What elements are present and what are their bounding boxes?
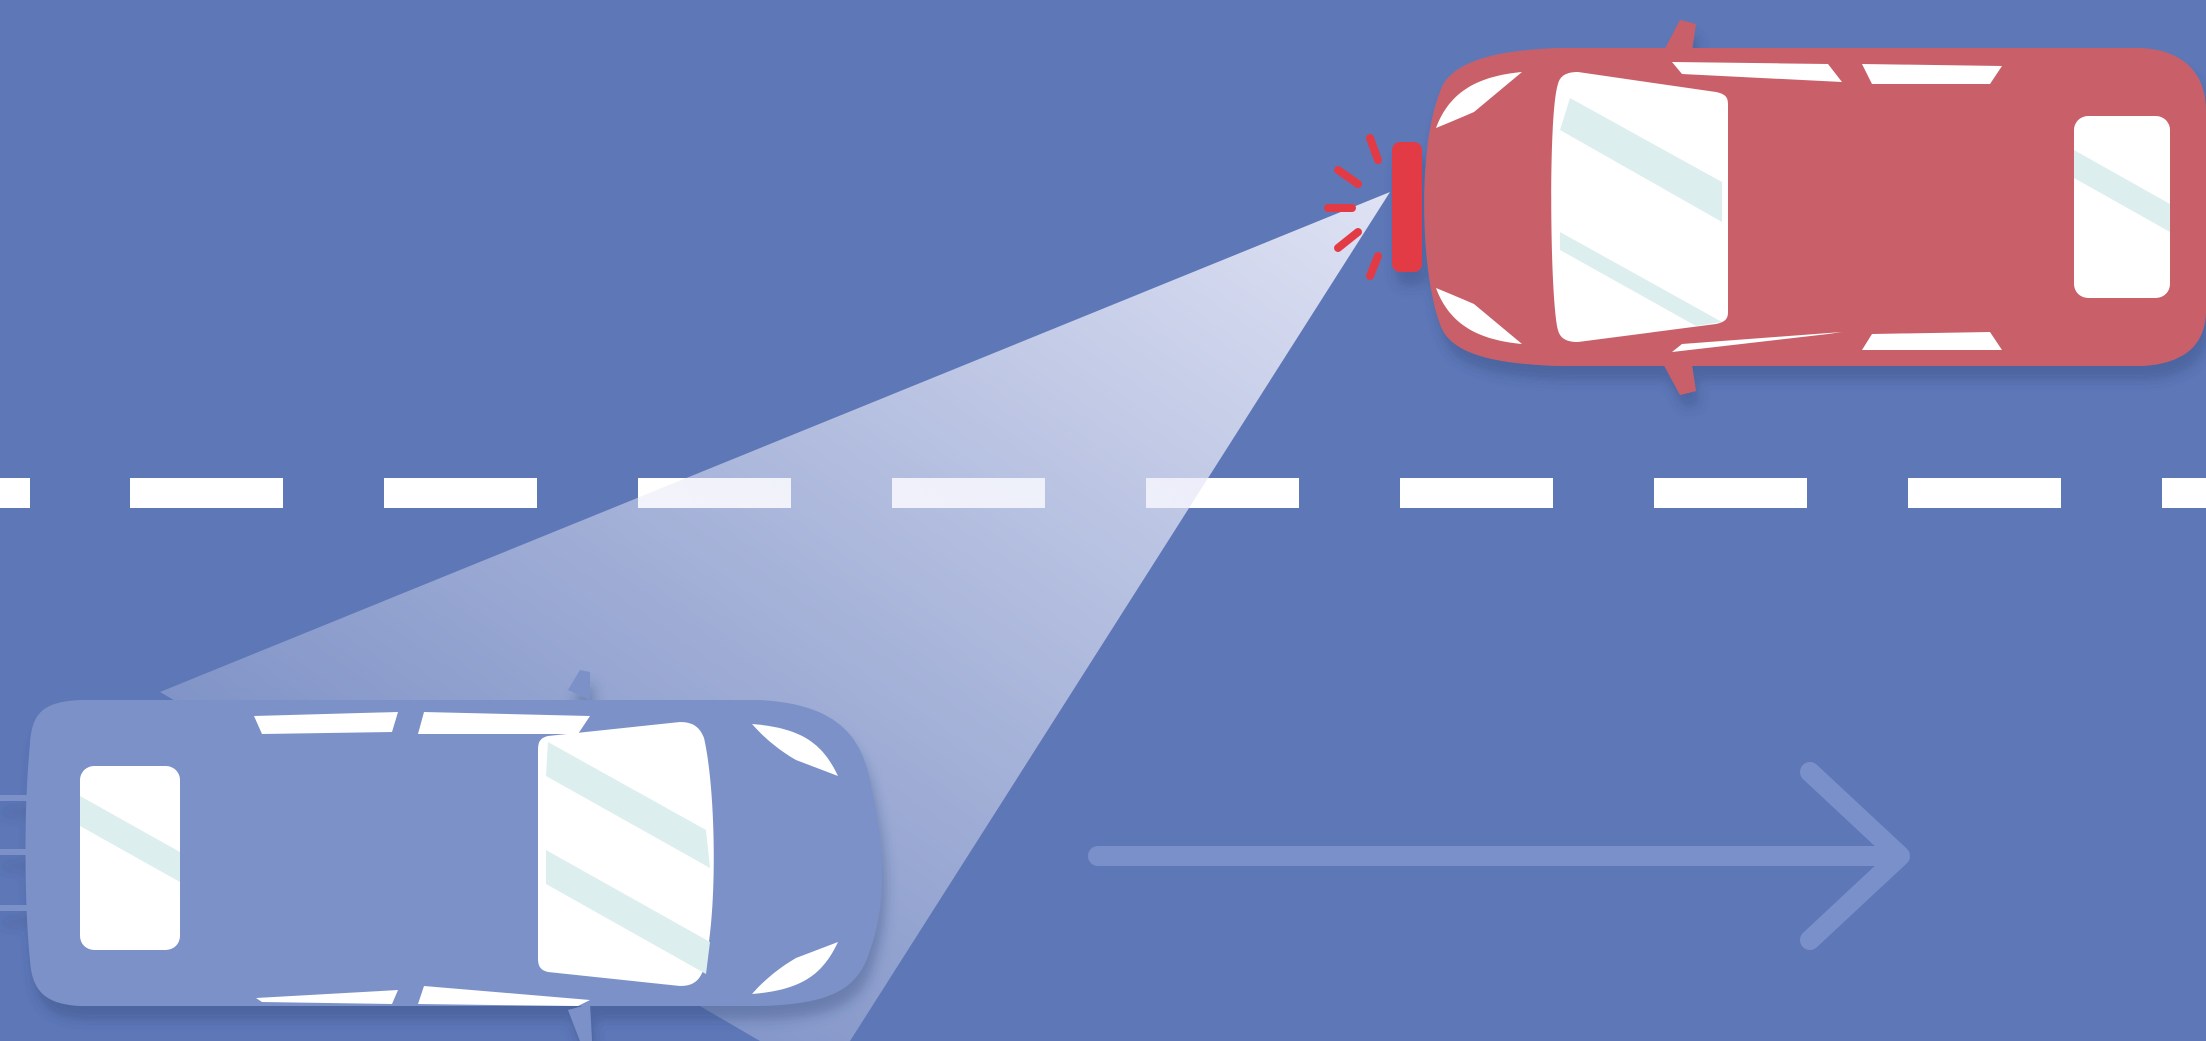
front-car xyxy=(1392,20,2206,395)
brake-light xyxy=(1392,142,1422,272)
rear-car xyxy=(0,670,882,1041)
